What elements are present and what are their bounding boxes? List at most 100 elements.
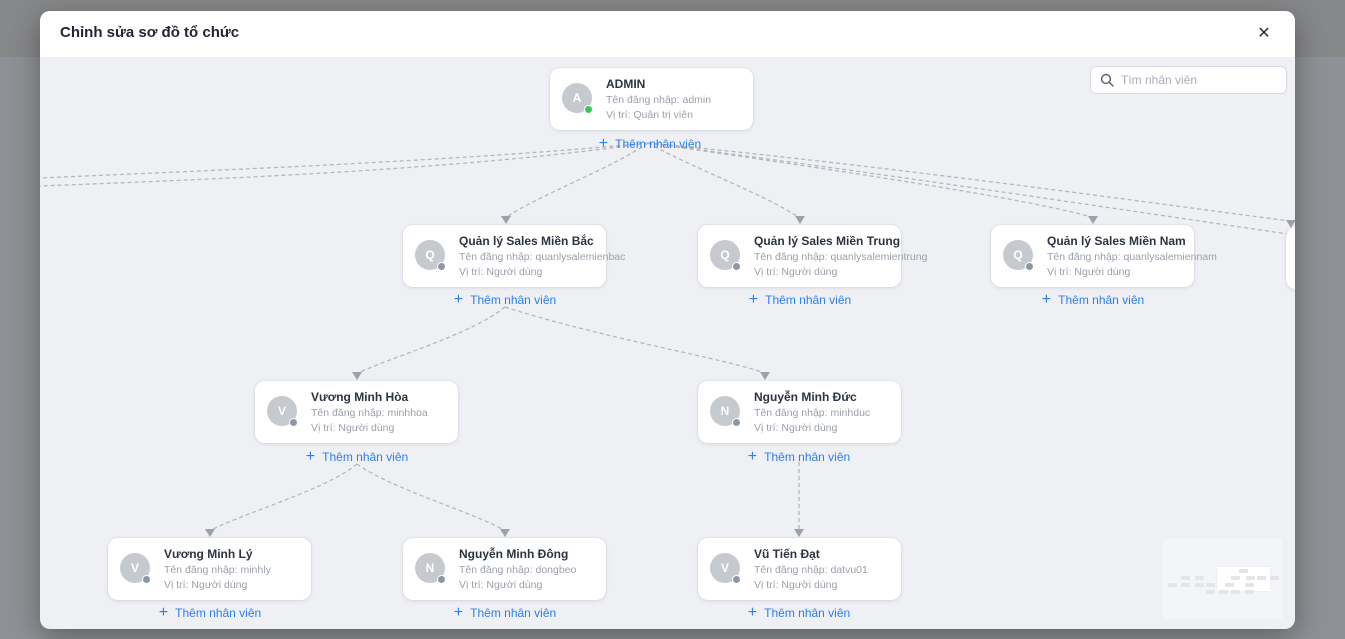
minimap-node [1231, 576, 1240, 580]
employee-name: Vũ Tiến Đạt [754, 547, 820, 561]
status-dot [732, 262, 741, 271]
add-employee-label: Thêm nhân viên [470, 606, 557, 620]
avatar: N [415, 553, 446, 584]
minimap-node [1206, 590, 1215, 594]
employee-position: Vị trí: Người dùng [459, 579, 543, 591]
minimap-node [1270, 576, 1279, 580]
avatar: Q [415, 240, 446, 271]
org-edge [647, 142, 1092, 218]
edge-arrowhead-icon [760, 372, 770, 380]
org-edge [647, 142, 1295, 236]
edge-arrowhead-icon [1286, 220, 1295, 228]
employee-name: Nguyễn Minh Đông [459, 547, 569, 561]
employee-position: Vị trí: Người dùng [1047, 266, 1131, 278]
org-edge [210, 463, 358, 531]
status-dot [584, 105, 593, 114]
avatar: V [267, 396, 298, 427]
add-employee-button[interactable]: + Thêm nhân viên [453, 604, 557, 621]
minimap-node [1181, 583, 1190, 587]
employee-username: Tên đăng nhập: minhduc [754, 407, 871, 419]
minimap-node [1245, 583, 1254, 587]
employee-username: Tên đăng nhập: minhly [164, 564, 271, 576]
employee-position: Vị trí: Người dùng [754, 422, 838, 434]
add-employee-button[interactable]: + Thêm nhân viên [1041, 291, 1145, 308]
add-employee-label: Thêm nhân viên [764, 606, 851, 620]
add-employee-button[interactable]: +Thêm nhân viên [454, 292, 557, 308]
close-icon[interactable]: ✕ [1257, 25, 1271, 42]
employee-name: ADMIN [606, 77, 646, 91]
add-employee-label: Thêm nhân viên [470, 293, 557, 307]
edge-arrowhead-icon [500, 529, 510, 537]
add-employee-label: Thêm nhân viên [175, 606, 262, 620]
org-edge [504, 306, 765, 374]
minimap-node [1168, 583, 1177, 587]
org-edge [40, 142, 649, 179]
employee-position: Vị trí: Người dùng [164, 579, 248, 591]
add-employee-button[interactable]: +Thêm nhân viên [306, 449, 409, 465]
plus-icon: + [748, 291, 759, 308]
minimap[interactable] [1163, 539, 1282, 619]
employee-position: Vị trí: Người dùng [459, 266, 543, 278]
edge-arrowhead-icon [795, 216, 805, 224]
minimap-node [1257, 576, 1266, 580]
avatar: Q [1003, 240, 1034, 271]
modal-header: Chỉnh sửa sơ đồ tổ chức ✕ [40, 11, 1295, 57]
add-employee-button[interactable]: +Thêm nhân viên [599, 136, 702, 152]
employee-username: Tên đăng nhập: quanlysalemientrung [754, 251, 928, 263]
add-employee-button[interactable]: + Thêm nhân viên [747, 604, 851, 621]
add-employee-button[interactable]: + Thêm nhân viên [158, 604, 262, 621]
plus-icon: + [158, 604, 169, 621]
minimap-node [1181, 576, 1190, 580]
plus-icon: + [747, 604, 758, 621]
plus-icon: + [1041, 291, 1052, 308]
plus-icon: + [453, 604, 464, 621]
plus-icon: + [747, 448, 758, 465]
employee-position: Vị trí: Người dùng [754, 579, 838, 591]
add-employee-label: Thêm nhân viên [615, 137, 702, 151]
search-input[interactable] [1121, 73, 1277, 87]
edge-arrowhead-icon [794, 529, 804, 537]
employee-position: Vị trí: Người dùng [311, 422, 395, 434]
status-dot [732, 418, 741, 427]
search-box [1090, 66, 1287, 94]
add-employee-button[interactable]: + Thêm nhân viên [747, 448, 851, 465]
edge-arrowhead-icon [352, 372, 362, 380]
status-dot [437, 575, 446, 584]
modal-title: Chỉnh sửa sơ đồ tổ chức [60, 24, 240, 41]
add-employee-label: Thêm nhân viên [765, 293, 852, 307]
status-dot [289, 418, 298, 427]
minimap-node [1246, 576, 1255, 580]
avatar: V [120, 553, 151, 584]
minimap-node [1195, 583, 1204, 587]
employee-name: Vương Minh Lý [164, 547, 253, 561]
minimap-node [1219, 590, 1228, 594]
add-employee-label: Thêm nhân viên [1058, 293, 1145, 307]
employee-name: Quản lý Sales Miền Nam [1047, 234, 1186, 248]
employee-card[interactable] [1286, 227, 1295, 289]
minimap-node [1225, 583, 1234, 587]
employee-username: Tên đăng nhập: datvu01 [754, 564, 868, 576]
employee-name: Nguyễn Minh Đức [754, 390, 857, 404]
org-edge [356, 463, 505, 531]
add-employee-button[interactable]: + Thêm nhân viên [748, 291, 852, 308]
org-edge [40, 142, 649, 187]
minimap-node [1206, 583, 1215, 587]
employee-name: Quản lý Sales Miền Bắc [459, 234, 594, 248]
add-employee-label: Thêm nhân viên [322, 450, 409, 464]
add-employee-label: Thêm nhân viên [764, 450, 851, 464]
employee-position: Vị trí: Người dùng [754, 266, 838, 278]
org-edge [647, 142, 1291, 222]
employee-card[interactable]: V Vương Minh Lý Tên đăng nhập: minhly Vị tr… [108, 538, 311, 600]
minimap-node [1231, 590, 1240, 594]
minimap-node [1239, 569, 1248, 573]
